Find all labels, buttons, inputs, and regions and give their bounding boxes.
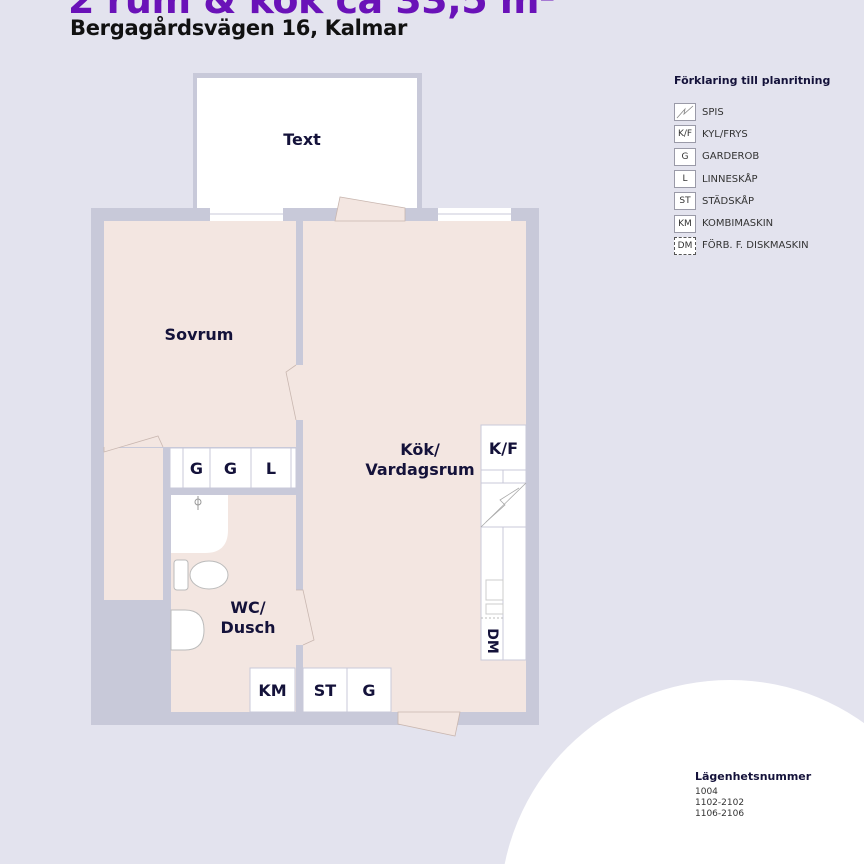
room-label-kitchen-line2: Vardagsrum bbox=[365, 460, 475, 479]
toilet-tank bbox=[173, 559, 189, 591]
legend-label: KOMBIMASKIN bbox=[702, 218, 774, 230]
legend-label: KYL/FRYS bbox=[702, 128, 748, 140]
apartment-number: 1102-2102 bbox=[695, 798, 745, 808]
apartment-numbers-title: Lägenhetsnummer bbox=[695, 770, 812, 783]
apartment-numbers: Lägenhetsnummer 1004 1102-2102 1106-2106 bbox=[695, 770, 811, 820]
legend-label: STÄDSKÅP bbox=[702, 195, 754, 207]
km-box bbox=[249, 667, 296, 713]
legend-label: SPIS bbox=[702, 106, 724, 118]
legend-item-linneskap: L LINNESKÅP bbox=[674, 168, 854, 190]
cleaning-closet-icon: ST bbox=[674, 192, 696, 211]
room-label-bathroom-line2: Dusch bbox=[220, 618, 276, 637]
washer-dryer-icon: KM bbox=[674, 214, 696, 233]
fixture-kf: K/F bbox=[488, 438, 519, 458]
wardrobe-icon: G bbox=[674, 147, 696, 166]
legend-label: GARDEROB bbox=[702, 151, 760, 163]
legend-item-spis: SPIS bbox=[674, 101, 854, 123]
closet-row bbox=[169, 447, 297, 489]
room-label-bathroom-line1: WC/ bbox=[230, 598, 266, 617]
balcony-door bbox=[334, 196, 406, 222]
g-box-hall bbox=[346, 667, 392, 713]
legend-item-kylfrys: K/F KYL/FRYS bbox=[674, 123, 854, 145]
legend-item-kombimaskin: KM KOMBIMASKIN bbox=[674, 212, 854, 234]
legend-title: Förklaring till planritning bbox=[674, 74, 831, 87]
legend: Förklaring till planritning SPIS K/F KYL… bbox=[674, 74, 854, 257]
fixture-dm: DM bbox=[484, 628, 500, 654]
legend-item-garderob: G GARDEROB bbox=[674, 146, 854, 168]
page-title: 2 rum & kök ca 33,5 m² bbox=[68, 0, 556, 22]
st-box bbox=[302, 667, 348, 713]
apartment-number: 1004 bbox=[695, 787, 718, 797]
room-label-balcony: Text bbox=[283, 130, 321, 149]
legend-label: LINNESKÅP bbox=[702, 173, 758, 185]
address: Bergagårdsvägen 16, Kalmar bbox=[70, 16, 408, 40]
fixture-l: L bbox=[265, 458, 277, 478]
fixture-g-2: G bbox=[223, 458, 238, 478]
fridge-freezer-icon: K/F bbox=[674, 125, 696, 144]
legend-item-stadskap: ST STÄDSKÅP bbox=[674, 190, 854, 212]
linen-closet-icon: L bbox=[674, 170, 696, 189]
legend-item-diskmaskin: DM FÖRB. F. DISKMASKIN bbox=[674, 235, 854, 257]
fixture-g-hall: G bbox=[362, 680, 376, 700]
stove-icon bbox=[674, 103, 696, 122]
fixture-g-1: G bbox=[189, 458, 204, 478]
shower bbox=[171, 495, 228, 553]
room-label-bedroom: Sovrum bbox=[164, 325, 234, 344]
entry-door bbox=[397, 711, 461, 737]
room-label-kitchen-line1: Kök/ bbox=[400, 440, 440, 459]
fixture-km: KM bbox=[258, 680, 287, 700]
bedroom-floor bbox=[104, 221, 296, 447]
apartment-number: 1106-2106 bbox=[695, 809, 745, 819]
bedroom-door-gap bbox=[295, 365, 304, 420]
fixture-st: ST bbox=[313, 680, 337, 700]
dishwasher-icon: DM bbox=[674, 236, 696, 255]
hall-floor-left bbox=[104, 448, 163, 600]
balcony-floor bbox=[197, 78, 417, 210]
legend-label: FÖRB. F. DISKMASKIN bbox=[702, 240, 809, 252]
toilet-bowl bbox=[189, 560, 229, 590]
sink bbox=[170, 609, 205, 651]
